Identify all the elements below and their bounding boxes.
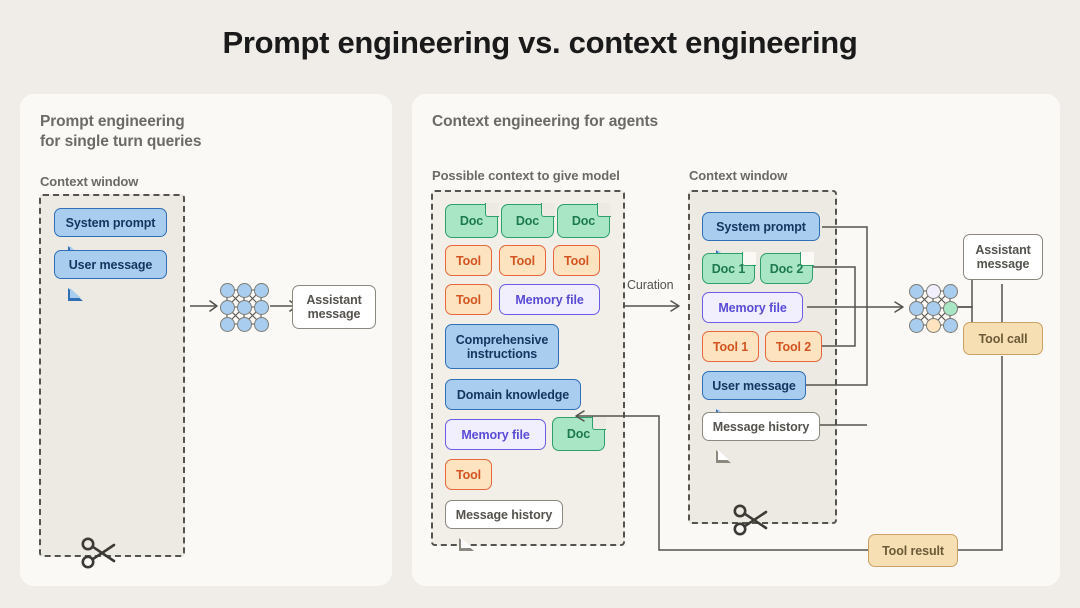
chip-label: Tool bbox=[455, 467, 482, 482]
chip-assistant-message[interactable]: Assistant message bbox=[292, 285, 376, 329]
chip-doc-2[interactable]: Doc bbox=[501, 203, 555, 238]
chip-label: Tool bbox=[509, 253, 536, 268]
chip-label: Tool call bbox=[978, 331, 1028, 346]
chip-label: System prompt bbox=[716, 219, 806, 234]
cw-chip-tool-1[interactable]: Tool 1 bbox=[702, 331, 759, 362]
chip-doc-3[interactable]: Doc bbox=[557, 203, 611, 238]
doc-fold-icon bbox=[741, 252, 756, 267]
chip-tool-call[interactable]: Tool call bbox=[963, 322, 1043, 355]
chip-label: Domain knowledge bbox=[456, 387, 570, 402]
chip-tool-2[interactable]: Tool bbox=[499, 245, 546, 276]
scissors-icon bbox=[80, 534, 122, 577]
cw-chip-doc-2[interactable]: Doc 2 bbox=[760, 252, 814, 284]
chip-label: Memory file bbox=[515, 292, 584, 307]
left-context-window-label: Context window bbox=[40, 174, 139, 189]
possible-context-label: Possible context to give model bbox=[432, 168, 620, 183]
chip-label: Doc bbox=[566, 427, 591, 441]
doc-fold-icon bbox=[484, 203, 499, 218]
chip-tool-5[interactable]: Tool bbox=[445, 459, 492, 490]
chip-label: Tool bbox=[455, 292, 482, 307]
neural-network-icon bbox=[220, 283, 269, 332]
cw-chip-message-history[interactable]: Message history bbox=[702, 412, 820, 463]
chip-memory-file-1[interactable]: Memory file bbox=[499, 284, 600, 315]
doc-fold-icon bbox=[540, 203, 555, 218]
chip-tool-3[interactable]: Tool bbox=[553, 245, 600, 276]
chip-label: Doc bbox=[571, 214, 596, 228]
chip-domain-knowledge[interactable]: Domain knowledge bbox=[445, 379, 581, 410]
chip-label: User message bbox=[68, 257, 153, 272]
doc-fold-icon bbox=[799, 252, 814, 267]
chip-tool-1[interactable]: Tool bbox=[445, 245, 492, 276]
chip-label: Assistant message bbox=[975, 243, 1031, 271]
curation-label: Curation bbox=[627, 278, 674, 292]
chip-label: Doc bbox=[515, 214, 540, 228]
chip-label: Tool 2 bbox=[775, 339, 812, 354]
chip-user-message[interactable]: User message bbox=[54, 250, 167, 301]
chip-system-prompt[interactable]: System prompt bbox=[54, 208, 167, 259]
chip-label: Comprehensive instructions bbox=[455, 332, 549, 361]
cw-chip-doc-1[interactable]: Doc 1 bbox=[702, 252, 756, 284]
cw-chip-memory-file[interactable]: Memory file bbox=[702, 292, 803, 323]
chip-label: Message history bbox=[455, 507, 553, 522]
chip-tool-4[interactable]: Tool bbox=[445, 284, 492, 315]
cw-chip-tool-2[interactable]: Tool 2 bbox=[765, 331, 822, 362]
page-title: Prompt engineering vs. context engineeri… bbox=[222, 25, 858, 60]
chip-label: Tool 1 bbox=[712, 339, 749, 354]
chip-doc-4[interactable]: Doc bbox=[552, 416, 606, 451]
chip-label: Doc 1 bbox=[711, 261, 746, 276]
chip-label: Doc bbox=[459, 214, 484, 228]
right-context-window-label: Context window bbox=[689, 168, 788, 183]
chip-label: Tool bbox=[455, 253, 482, 268]
chip-label: Memory file bbox=[718, 300, 787, 315]
chip-doc-1[interactable]: Doc bbox=[445, 203, 499, 238]
cw-chip-user-message[interactable]: User message bbox=[702, 371, 806, 422]
chip-comprehensive-instructions[interactable]: Comprehensive instructions bbox=[445, 324, 559, 369]
chip-label: Tool bbox=[563, 253, 590, 268]
chip-label: Tool result bbox=[882, 543, 944, 558]
right-panel-title: Context engineering for agents bbox=[432, 113, 659, 130]
neural-network-icon bbox=[909, 284, 958, 333]
chip-label: Assistant message bbox=[306, 293, 362, 321]
left-panel-title: Prompt engineering for single turn queri… bbox=[40, 113, 202, 150]
chip-label: System prompt bbox=[65, 215, 156, 230]
panel-prompt-engineering: Prompt engineering for single turn queri… bbox=[20, 94, 392, 586]
chip-message-history-pool[interactable]: Message history bbox=[445, 500, 563, 551]
scissors-icon bbox=[732, 501, 774, 544]
chip-label: Memory file bbox=[461, 427, 530, 442]
chip-label: User message bbox=[712, 378, 796, 393]
chip-assistant-message[interactable]: Assistant message bbox=[963, 234, 1043, 280]
chip-memory-file-2[interactable]: Memory file bbox=[445, 419, 546, 450]
doc-fold-icon bbox=[596, 203, 611, 218]
doc-fold-icon bbox=[591, 416, 606, 431]
cw-chip-system-prompt[interactable]: System prompt bbox=[702, 212, 820, 263]
chip-label: Doc 2 bbox=[769, 261, 804, 276]
left-context-window-box bbox=[39, 194, 185, 557]
chip-tool-result[interactable]: Tool result bbox=[868, 534, 958, 567]
panel-context-engineering: Context engineering for agents Possible … bbox=[412, 94, 1060, 586]
chip-label: Message history bbox=[712, 419, 810, 434]
